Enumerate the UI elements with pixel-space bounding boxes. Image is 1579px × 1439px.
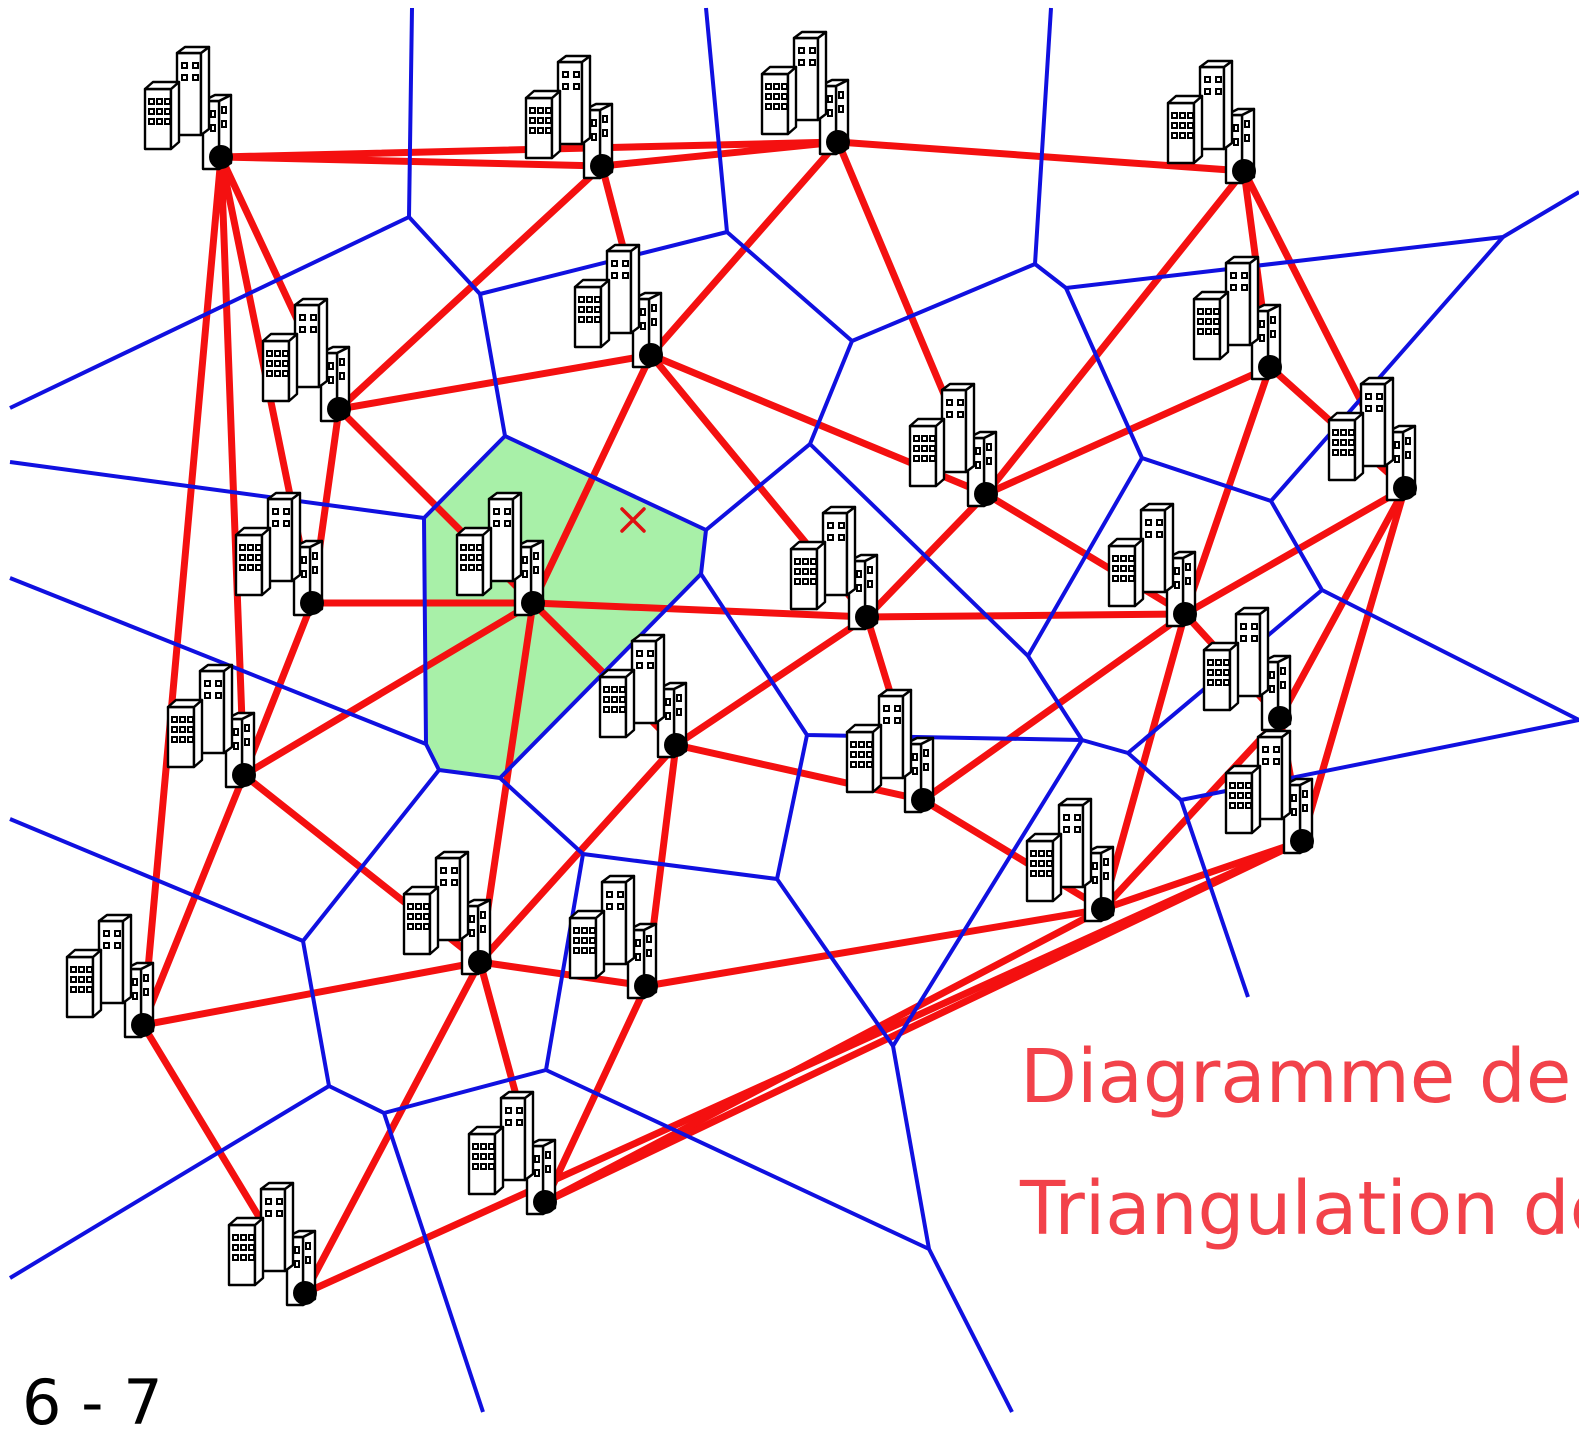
site-dot (974, 482, 998, 506)
building-icon (1224, 729, 1314, 855)
building-icon (598, 633, 688, 759)
site-dot (1290, 829, 1314, 853)
building-icon (1192, 255, 1282, 381)
delaunay-edge (1181, 363, 1274, 618)
delaunay-edge (1181, 484, 1409, 618)
voronoi-edge (498, 734, 809, 881)
building-icon (261, 297, 351, 423)
delaunay-edge (139, 153, 225, 1029)
site-dot (1232, 159, 1256, 183)
delaunay-caption: Triangulation de (1020, 1166, 1579, 1252)
voronoi-edge (1064, 235, 1505, 503)
site-dot (209, 145, 233, 169)
building-icon (1166, 59, 1256, 185)
voronoi-edge (504, 340, 854, 532)
site-dot (1258, 355, 1282, 379)
delaunay-edge (217, 153, 248, 779)
delaunay-edge (476, 741, 680, 966)
voronoi-edge (422, 517, 708, 780)
delaunay-edge (301, 958, 484, 1297)
site-dot (131, 1013, 155, 1037)
building-icon (789, 505, 879, 631)
building-icon (227, 1181, 317, 1307)
delaunay-edge (541, 905, 1107, 1206)
slide-number: 6 - 7 (22, 1366, 163, 1439)
voronoi-edge (9, 576, 427, 746)
building-icon (467, 1090, 557, 1216)
building-icon (908, 382, 998, 508)
building-icon (166, 663, 256, 789)
building-icon (1327, 376, 1417, 502)
site-dot (664, 733, 688, 757)
cross-marker-icon (620, 507, 646, 533)
voronoi-edge (927, 1248, 1014, 1413)
building-icon (845, 688, 935, 814)
site-dot (533, 1190, 557, 1214)
site-dot (1393, 476, 1417, 500)
site-dot (1173, 602, 1197, 626)
delaunay-edge (1099, 610, 1189, 913)
delaunay-edge (529, 351, 655, 607)
site-dot (300, 591, 324, 615)
delaunay-edge (1276, 484, 1409, 722)
building-icon (1202, 606, 1292, 732)
site-dot (468, 950, 492, 974)
building-icon (524, 54, 614, 180)
voronoi-edge (382, 1112, 485, 1413)
delaunay-edge (1099, 714, 1284, 913)
voronoi-edge (9, 215, 410, 410)
site-dot (634, 974, 658, 998)
building-icon (143, 45, 233, 171)
building-icon (455, 491, 545, 617)
site-dot (1091, 897, 1115, 921)
delaunay-edge (529, 599, 871, 621)
building-icon (234, 491, 324, 617)
building-icon (1025, 797, 1115, 923)
building-icon (65, 913, 155, 1039)
delaunay-edge (1298, 484, 1409, 845)
site-dot (911, 788, 935, 812)
delaunay-edge (919, 610, 1189, 804)
site-dot (855, 605, 879, 629)
site-dot (639, 343, 663, 367)
voronoi-edge (1179, 799, 1250, 998)
voronoi-edge (9, 768, 441, 943)
voronoi-caption: Diagramme de V (1020, 1034, 1579, 1120)
site-dot (1268, 706, 1292, 730)
site-dot (590, 154, 614, 178)
site-dot (293, 1281, 317, 1305)
site-dot (521, 591, 545, 615)
delaunay-edge (982, 167, 1248, 498)
building-icon (760, 30, 850, 156)
delaunay-edge (642, 905, 1107, 990)
voronoi-edge (9, 293, 507, 520)
building-icon (568, 874, 658, 1000)
site-dot (232, 763, 256, 787)
building-icon (573, 243, 663, 369)
voronoi-edge (328, 853, 585, 1115)
building-icon (1107, 502, 1197, 628)
delaunay-edge (240, 599, 537, 779)
building-icon (402, 850, 492, 976)
delaunay-edge (139, 771, 248, 1029)
delaunay-edge (335, 162, 606, 413)
delaunay-edge (863, 610, 1189, 621)
delaunay-edge (240, 599, 316, 779)
site-dot (327, 397, 351, 421)
site-dot (826, 130, 850, 154)
